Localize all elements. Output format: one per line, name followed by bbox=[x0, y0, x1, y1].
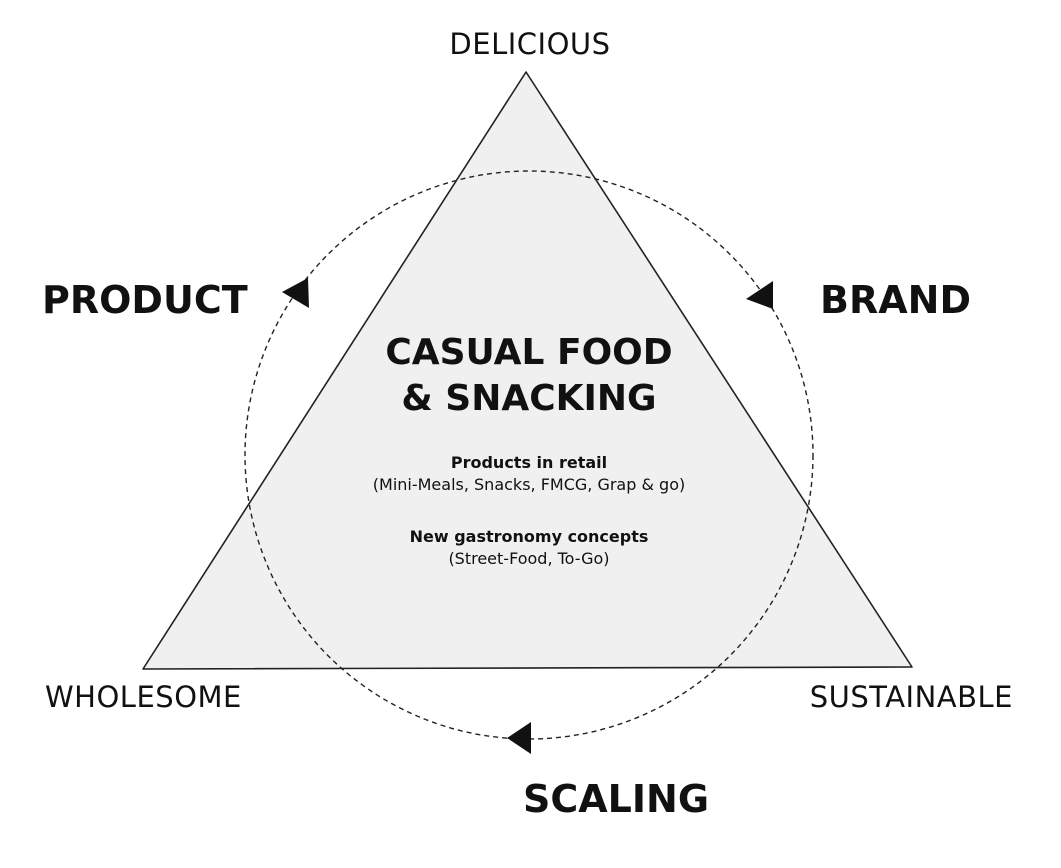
pillar-label-product: PRODUCT bbox=[42, 278, 248, 322]
center-title-line-1: CASUAL FOOD bbox=[385, 332, 673, 373]
center-item-title: Products in retail bbox=[450, 453, 608, 472]
center-item-title: New gastronomy concepts bbox=[409, 527, 649, 546]
triangle-shape bbox=[142, 71, 913, 670]
pillar-label-brand: BRAND bbox=[820, 278, 971, 322]
center-title-line-2: & SNACKING bbox=[401, 378, 657, 419]
corner-label-sustainable: SUSTAINABLE bbox=[809, 680, 1013, 714]
center-item-subtitle: (Mini-Meals, Snacks, FMCG, Grap & go) bbox=[372, 475, 686, 494]
arrow-head-bottom-icon bbox=[507, 722, 531, 754]
pillar-label-scaling: SCALING bbox=[522, 777, 710, 821]
center-block: CASUAL FOOD & SNACKING Products in retai… bbox=[269, 330, 789, 570]
arrow-head-left-icon bbox=[282, 278, 309, 308]
center-title: CASUAL FOOD & SNACKING bbox=[269, 330, 789, 422]
center-item: New gastronomy concepts (Street-Food, To… bbox=[269, 526, 789, 570]
corner-label-delicious: DELICIOUS bbox=[449, 27, 611, 61]
center-item: Products in retail (Mini-Meals, Snacks, … bbox=[269, 452, 789, 496]
center-item-subtitle: (Street-Food, To-Go) bbox=[448, 549, 610, 568]
arrow-head-right-icon bbox=[746, 281, 773, 309]
corner-label-wholesome: WHOLESOME bbox=[45, 680, 242, 714]
